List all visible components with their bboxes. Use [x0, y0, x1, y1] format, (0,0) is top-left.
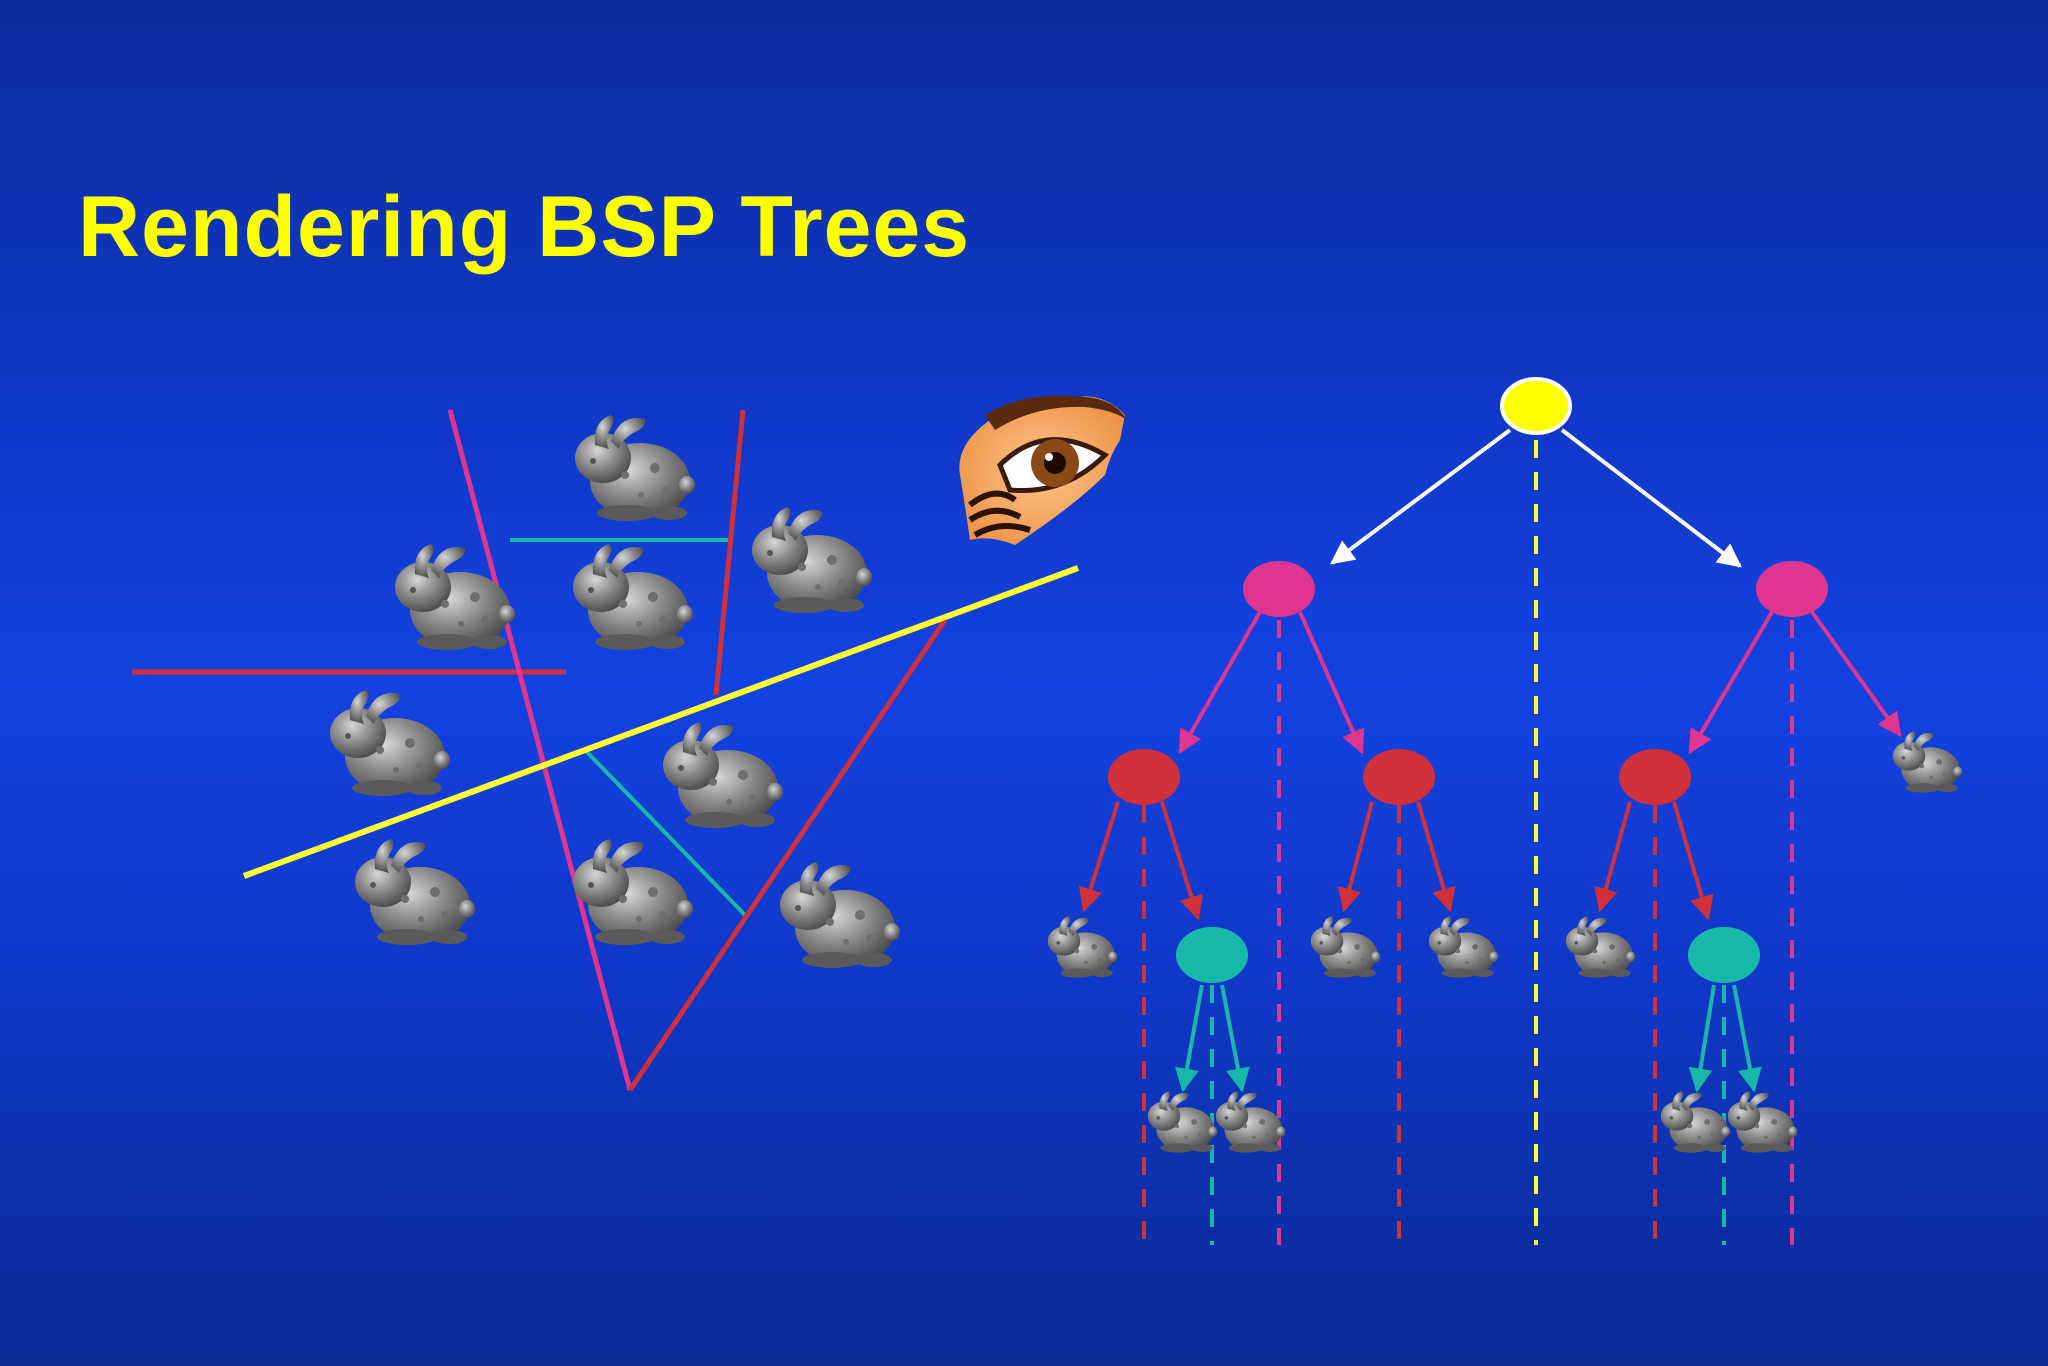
- bunny-icon: [1310, 916, 1381, 978]
- edge-r2-left: [1337, 801, 1374, 913]
- bsp-tree: [1047, 377, 1963, 1245]
- edge-r1-left: [1079, 801, 1120, 913]
- bunny-icon: [780, 862, 900, 968]
- edge-r3-right: [1672, 801, 1714, 921]
- tree-node-red-3: [1619, 749, 1691, 805]
- tree-node-teal-2: [1688, 927, 1760, 983]
- bunny-icon: [1428, 916, 1499, 978]
- edge-t1-left: [1175, 984, 1204, 1093]
- bunny-icon: [355, 839, 475, 945]
- edge-root-right: [1560, 428, 1742, 568]
- edge-t2-right: [1732, 984, 1762, 1093]
- bunny-icon: [1147, 1091, 1218, 1153]
- slide-title: Rendering BSP Trees: [78, 179, 971, 275]
- edge-m1-left: [1178, 611, 1262, 755]
- edge-r2-right: [1416, 801, 1456, 913]
- bunny-icon: [663, 722, 783, 828]
- bunny-icon: [1047, 916, 1118, 978]
- bunny-icon: [575, 415, 695, 521]
- bunny-icon: [1892, 731, 1963, 793]
- tree-node-red-2: [1363, 749, 1435, 805]
- edge-root-left: [1330, 428, 1512, 565]
- tree-node-root: [1500, 377, 1572, 435]
- bunny-icon: [1660, 1091, 1731, 1153]
- bunny-icon: [752, 507, 872, 613]
- bunny-icon: [573, 544, 693, 650]
- edge-r3-left: [1594, 801, 1632, 913]
- plane-magenta: [447, 409, 633, 1091]
- spatial-partition: [132, 409, 1080, 1092]
- tree-node-magenta-right: [1756, 561, 1828, 617]
- bunny-icon: [1565, 916, 1636, 978]
- edge-m1-right: [1298, 611, 1365, 755]
- plane-yellow-root: [242, 565, 1080, 879]
- bunny-icon: [573, 839, 693, 945]
- bunny-icon: [395, 544, 515, 650]
- edge-m2-left: [1688, 610, 1774, 755]
- tree-node-teal-1: [1176, 927, 1248, 983]
- plane-red-v-right: [627, 618, 948, 1092]
- bunny-icon: [1215, 1091, 1286, 1153]
- plane-red-vertical: [713, 409, 746, 696]
- tree-node-red-1: [1108, 749, 1180, 805]
- plane-teal-diagonal: [583, 748, 747, 917]
- tree-node-magenta-left: [1243, 561, 1315, 617]
- eye-icon: [959, 395, 1127, 545]
- edge-m2-right: [1810, 610, 1902, 737]
- edge-t1-right: [1220, 984, 1250, 1093]
- edge-r1-right: [1160, 801, 1204, 921]
- edge-t2-left: [1688, 984, 1716, 1093]
- bunny-icon: [330, 690, 450, 796]
- bunny-icon: [1727, 1091, 1798, 1153]
